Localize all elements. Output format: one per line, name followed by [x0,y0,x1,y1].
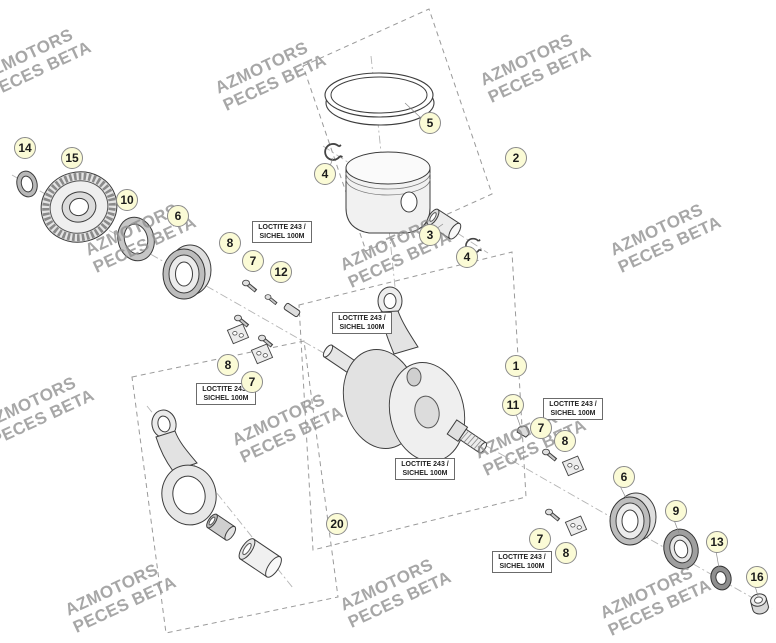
part-rod-bushing [206,513,237,541]
callout-16[interactable]: 16 [746,566,768,588]
part-screw-7c [540,447,558,462]
callout-9[interactable]: 9 [665,500,687,522]
loctite-note-line2: SICHEL 100M [203,395,249,402]
callout-4-left[interactable]: 4 [314,163,336,185]
callout-2[interactable]: 2 [505,147,527,169]
callout-6-left[interactable]: 6 [167,205,189,227]
part-spacer-10 [117,216,155,262]
loctite-note-2: LOCTITE 243 / SICHEL 100M [332,312,392,334]
loctite-note-1: LOCTITE 243 / SICHEL 100M [252,221,312,243]
part-washer-14 [16,170,38,198]
callout-7-mid-left[interactable]: 7 [241,371,263,393]
part-screw-7d [543,507,561,522]
loctite-note-line1: LOCTITE 243 / [338,315,386,322]
callout-8-top[interactable]: 8 [219,232,241,254]
part-retainer-plate-right-1 [561,455,585,477]
part-screw-8a [240,278,258,293]
loctite-note-line1: LOCTITE 243 / [202,386,250,393]
loctite-note-line2: SICHEL 100M [402,470,448,477]
callout-8-right-upper[interactable]: 8 [554,430,576,452]
callout-7-top[interactable]: 7 [242,250,264,272]
loctite-note-line1: LOCTITE 243 / [401,461,449,468]
callout-11[interactable]: 11 [502,394,524,416]
part-nut-16 [750,593,769,615]
part-crank-pin [238,538,282,578]
group-box-piston [302,8,493,252]
part-wrist-pin [426,208,462,240]
loctite-note-3: LOCTITE 243 / SICHEL 100M [196,383,256,405]
part-seal-9 [663,528,699,570]
part-bearing-left [162,244,212,300]
callout-4-right[interactable]: 4 [456,246,478,268]
callout-12[interactable]: 12 [270,261,292,283]
part-dowel-12 [283,302,301,318]
callout-20[interactable]: 20 [326,513,348,535]
callout-15[interactable]: 15 [61,147,83,169]
part-woodruff-key [516,425,530,438]
loctite-note-line2: SICHEL 100M [499,563,545,570]
callout-1[interactable]: 1 [505,355,527,377]
part-primary-gear [40,171,118,243]
loctite-note-line1: LOCTITE 243 / [498,554,546,561]
loctite-note-line2: SICHEL 100M [259,233,305,240]
callout-14[interactable]: 14 [14,137,36,159]
part-washer-13 [710,565,732,591]
part-screw-7a [263,292,279,306]
group-box-connecting-rod [131,340,339,634]
part-piston-rings [324,72,435,126]
part-connecting-rod [151,409,217,526]
callout-7-right-upper[interactable]: 7 [530,417,552,439]
part-piston [345,151,431,234]
part-bearing-right [609,492,657,546]
callout-10[interactable]: 10 [116,189,138,211]
part-retainer-plate-right-2 [564,515,588,537]
group-box-crankshaft [298,251,527,551]
loctite-note-line1: LOCTITE 243 / [549,401,597,408]
part-crankshaft [322,286,488,463]
callout-6-right[interactable]: 6 [613,466,635,488]
loctite-note-6: LOCTITE 243 / SICHEL 100M [492,551,552,573]
callout-7-right-lower[interactable]: 7 [529,528,551,550]
callout-3[interactable]: 3 [419,224,441,246]
loctite-note-5: LOCTITE 243 / SICHEL 100M [543,398,603,420]
loctite-note-4: LOCTITE 243 / SICHEL 100M [395,458,455,480]
callout-8-right-lower[interactable]: 8 [555,542,577,564]
loctite-note-line1: LOCTITE 243 / [258,224,306,231]
loctite-note-line2: SICHEL 100M [550,410,596,417]
loctite-note-line2: SICHEL 100M [339,324,385,331]
callout-8-mid-left[interactable]: 8 [217,354,239,376]
callout-13[interactable]: 13 [706,531,728,553]
callout-5[interactable]: 5 [419,112,441,134]
